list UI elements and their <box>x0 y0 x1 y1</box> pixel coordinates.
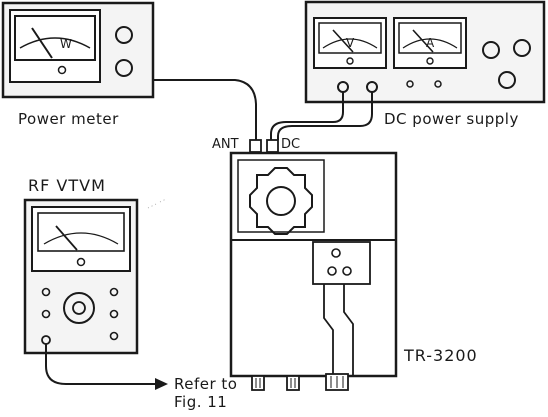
rf-vtvm-range-selector <box>63 292 95 324</box>
voltmeter-needle <box>332 29 354 53</box>
power-meter-scale <box>19 37 91 49</box>
tr-3200-socket-block <box>312 241 371 285</box>
ant-label: ANT <box>212 137 239 152</box>
fig-11-label: Fig. 11 <box>174 393 227 411</box>
power-meter: W <box>1 1 155 99</box>
tr-3200-knob-1 <box>251 375 265 391</box>
dc-supply-knob-1 <box>482 41 500 59</box>
tr-3200-transceiver <box>229 151 398 391</box>
rf-vtvm-label: RF VTVM <box>28 176 106 195</box>
voltmeter-unit: V <box>346 36 355 50</box>
power-meter-knob-1 <box>115 26 133 44</box>
power-meter-label: Power meter <box>18 110 119 128</box>
rf-vtvm-needle <box>55 225 78 251</box>
tr-3200-ribbon <box>323 284 354 376</box>
tr-3200-hub-center <box>266 186 296 216</box>
refer-to-label: Refer to <box>174 375 237 393</box>
dc-power-supply-label: DC power supply <box>384 110 519 128</box>
dc-cable-1 <box>270 92 344 140</box>
ammeter <box>393 17 467 69</box>
tr-3200-hub <box>249 167 313 235</box>
rf-vtvm-window <box>37 212 125 252</box>
dc-cable-2 <box>277 92 373 140</box>
dc-supply-knob-3 <box>498 71 516 89</box>
tr-3200-label: TR-3200 <box>403 346 478 365</box>
ant-connector <box>249 139 262 153</box>
power-meter-knob-2 <box>115 59 133 77</box>
ammeter-needle <box>412 29 434 53</box>
dc-power-supply: V A <box>304 0 546 104</box>
tr-3200-knob-2 <box>286 375 300 391</box>
power-meter-needle <box>31 27 53 59</box>
ammeter-unit: A <box>426 36 435 50</box>
speck-marks <box>147 198 167 209</box>
tr-3200-upper-panel <box>237 159 325 233</box>
dc-connector <box>266 139 279 153</box>
antenna-cable <box>153 79 257 140</box>
rf-vtvm-scale <box>43 232 119 245</box>
rf-probe-cable <box>45 344 156 385</box>
power-meter-zero-adjust <box>57 65 67 75</box>
rf-vtvm <box>23 198 139 355</box>
voltmeter <box>313 17 387 69</box>
power-meter-unit: W <box>60 37 72 51</box>
arrow-right-icon <box>155 378 168 390</box>
rf-vtvm-panel <box>31 206 131 272</box>
dc-label: DC <box>281 137 300 152</box>
rf-vtvm-zero-adjust <box>76 257 86 267</box>
dc-supply-knob-2 <box>513 39 531 57</box>
